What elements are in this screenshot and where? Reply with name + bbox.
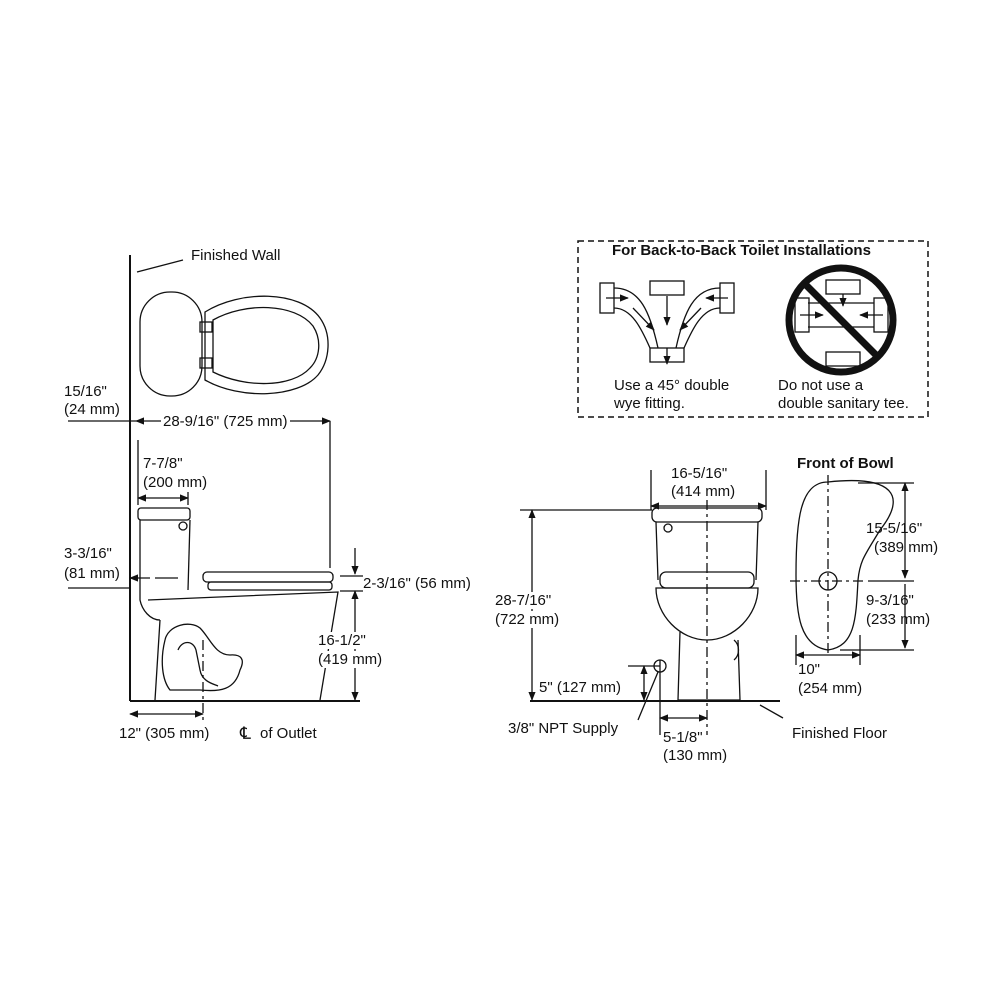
rear-length-label: 9-3/16" — [866, 592, 914, 609]
wall-gap-mm-label: (24 mm) — [64, 401, 120, 418]
tank-width-mm-label: (414 mm) — [671, 483, 736, 500]
tank-width-label: 16-5/16" — [671, 465, 728, 482]
supply-height-label: 5" (127 mm) — [539, 679, 622, 696]
back-to-back-box — [577, 240, 929, 418]
supply-offset-label: 5-1/8" — [663, 729, 703, 746]
supply-offset-mm-label: (130 mm) — [663, 747, 728, 764]
tank-depth-label: 7-7/8" — [143, 455, 183, 472]
bowl-centerline — [790, 475, 866, 655]
bowl-width-label: 10" — [798, 661, 821, 678]
rim-height-mm-label: (419 mm) — [318, 651, 383, 668]
centerline-symbol: ℄ — [240, 724, 251, 743]
wye-caption-line-1: Use a 45° double — [614, 377, 730, 394]
finished-floor-label: Finished Floor — [792, 725, 888, 742]
overall-height-label: 28-7/16" — [495, 592, 552, 609]
rough-in-label: 12" (305 mm) — [119, 725, 210, 742]
front-of-bowl-title: Front of Bowl — [797, 455, 894, 472]
front-length-label: 15-5/16" — [866, 520, 923, 537]
sanitary-tee-icon — [785, 264, 897, 376]
toilet-side-view — [137, 507, 339, 701]
tank-depth-mm-label: (200 mm) — [143, 474, 208, 491]
wye-fitting-icon — [599, 280, 735, 365]
tank-offset-label: 3-3/16" — [64, 545, 112, 562]
wall-gap-label: 15/16" — [64, 383, 107, 400]
supply-label: 3/8" NPT Supply — [508, 720, 619, 737]
overall-depth-label: 28-9/16" (725 mm) — [161, 413, 290, 430]
outlet-label: of Outlet — [260, 725, 317, 742]
bowl-width-mm-label: (254 mm) — [798, 680, 863, 697]
seat-delta-label: 2-3/16" (56 mm) — [363, 575, 471, 592]
overall-height-mm-label: (722 mm) — [495, 611, 560, 628]
toilet-top-view — [139, 291, 329, 397]
rim-height-label: 16-1/2" — [318, 632, 366, 649]
finished-wall-label: Finished Wall — [191, 247, 281, 264]
back-to-back-title: For Back-to-Back Toilet Installations — [612, 242, 871, 259]
tank-offset-mm-label: (81 mm) — [64, 565, 120, 582]
front-length-mm-label: (389 mm) — [874, 539, 939, 556]
finished-wall-leader — [136, 259, 184, 273]
rear-length-mm-label: (233 mm) — [866, 611, 931, 628]
tee-caption-line-2: double sanitary tee. — [778, 395, 909, 412]
tee-caption-line-1: Do not use a — [778, 377, 864, 394]
wye-caption-line-2: wye fitting. — [614, 395, 685, 412]
